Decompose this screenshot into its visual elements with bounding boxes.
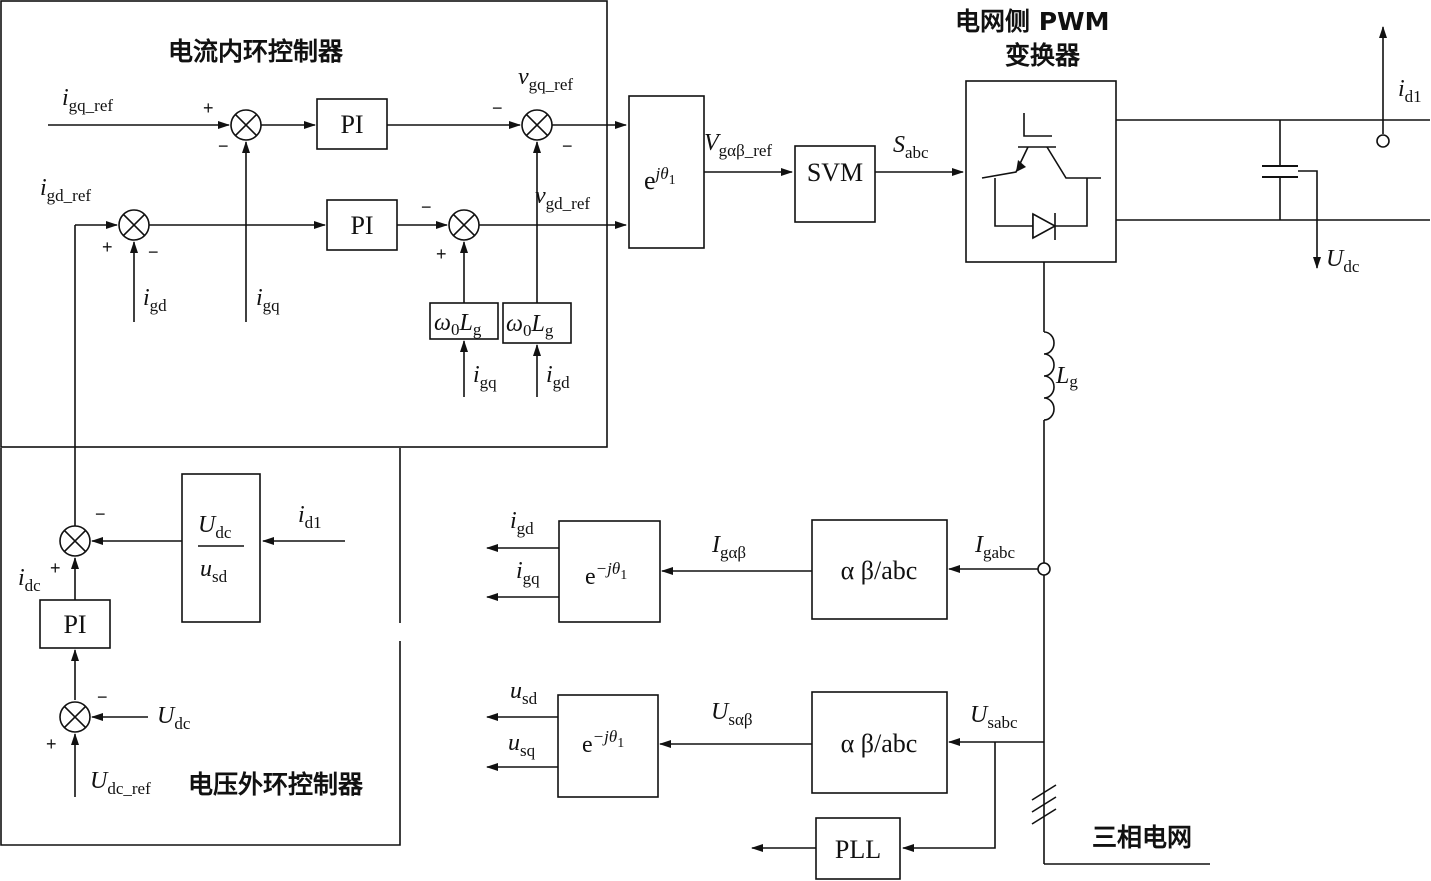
current-loop-frame (0, 0, 608, 448)
sum-junction-vq (521, 109, 553, 141)
pll-block (815, 817, 901, 880)
label-igd-fb: igd (143, 285, 167, 315)
grid-label: 三相电网 (1092, 823, 1192, 852)
svm-block (794, 145, 876, 223)
label-igq-fb: igq (256, 285, 280, 315)
converter-title-2: 变换器 (1005, 41, 1081, 70)
label-igq-out: igq (516, 558, 540, 588)
svg-text:+: + (436, 244, 447, 264)
label-usd-out: usd (510, 678, 538, 708)
current-loop-title: 电流内环控制器 (168, 37, 344, 66)
svg-text:+: + (46, 734, 57, 754)
label-usab: Usαβ (711, 699, 753, 729)
label-igd-in: igd (546, 362, 570, 392)
label-igd-ref: igd_ref (40, 175, 91, 205)
svg-text:PI: PI (350, 211, 373, 240)
svg-text:SVM: SVM (807, 158, 863, 187)
label-id1-dc: id1 (1398, 76, 1422, 106)
label-usq-out: usq (508, 730, 536, 760)
label-lg: Lg (1055, 363, 1078, 391)
label-igabc: Igabc (974, 532, 1016, 562)
inductor-lg (1043, 331, 1055, 421)
pi-block-voltage (39, 599, 111, 649)
rotation-block (628, 95, 705, 249)
inv-rotation-current (558, 520, 661, 623)
label-igq-ref: igq_ref (62, 85, 113, 115)
inv-rotation-voltage (557, 694, 659, 798)
label-udc-dc: Udc (1326, 246, 1360, 276)
svg-text:ω0Lg: ω0Lg (434, 310, 482, 339)
svg-text:−: − (148, 242, 159, 262)
label-vgab-ref: Vgαβ_ref (704, 130, 772, 160)
abc-transform-voltage (811, 691, 948, 794)
svg-text:PI: PI (340, 110, 363, 139)
svg-text:−: − (97, 687, 108, 707)
svg-text:−: − (421, 197, 432, 217)
svg-text:PLL: PLL (835, 835, 881, 864)
sum-junction-udc (59, 701, 91, 733)
label-udc-fb: Udc (157, 703, 191, 733)
svg-text:+: + (50, 558, 61, 578)
abc-transform-current (811, 519, 948, 620)
label-igab: Igαβ (711, 532, 746, 562)
label-igq-in: igq (473, 362, 497, 392)
svg-text:e−jθ1: e−jθ1 (585, 559, 627, 590)
label-sabc: Sabc (893, 132, 929, 162)
svg-text:+: + (102, 237, 113, 257)
label-vgd-ref: vgd_ref (535, 183, 590, 213)
svg-text:+: + (203, 98, 214, 118)
converter-title-1: 电网侧 PWM (955, 7, 1109, 36)
label-usabc: Usabc (970, 702, 1018, 732)
svg-text:−: − (492, 98, 503, 118)
pi-block-q (316, 98, 388, 150)
label-vgq-ref: vgq_ref (518, 64, 573, 94)
svg-text:ω0Lg: ω0Lg (506, 311, 554, 340)
svg-text:PI: PI (63, 610, 86, 639)
label-id1-in: id1 (298, 502, 322, 532)
sum-junction-id (118, 209, 150, 241)
voltage-loop-title: 电压外环控制器 (188, 770, 364, 799)
igbt-symbol (981, 113, 1101, 240)
svg-text:α β/abc: α β/abc (841, 729, 918, 758)
label-idc: idc (18, 565, 41, 595)
pwm-converter-block (965, 80, 1117, 263)
svg-text:usd: usd (200, 556, 228, 586)
sum-junction-vd (448, 209, 480, 241)
voltage-loop-frame (0, 448, 401, 846)
svg-text:α β/abc: α β/abc (841, 556, 918, 585)
label-udc-ref: Udc_ref (90, 768, 151, 798)
svg-text:ejθ1: ejθ1 (644, 164, 676, 195)
label-igd-out: igd (510, 508, 534, 538)
svg-text:−: − (562, 136, 573, 156)
svg-text:−: − (218, 136, 229, 156)
svg-text:−: − (95, 504, 106, 524)
sum-junction-idc (59, 525, 91, 557)
svg-text:e−jθ1: e−jθ1 (582, 727, 624, 758)
svg-text:Udc: Udc (198, 512, 232, 542)
gain-block-udc-usd (181, 473, 261, 623)
sum-junction-iq (230, 109, 262, 141)
